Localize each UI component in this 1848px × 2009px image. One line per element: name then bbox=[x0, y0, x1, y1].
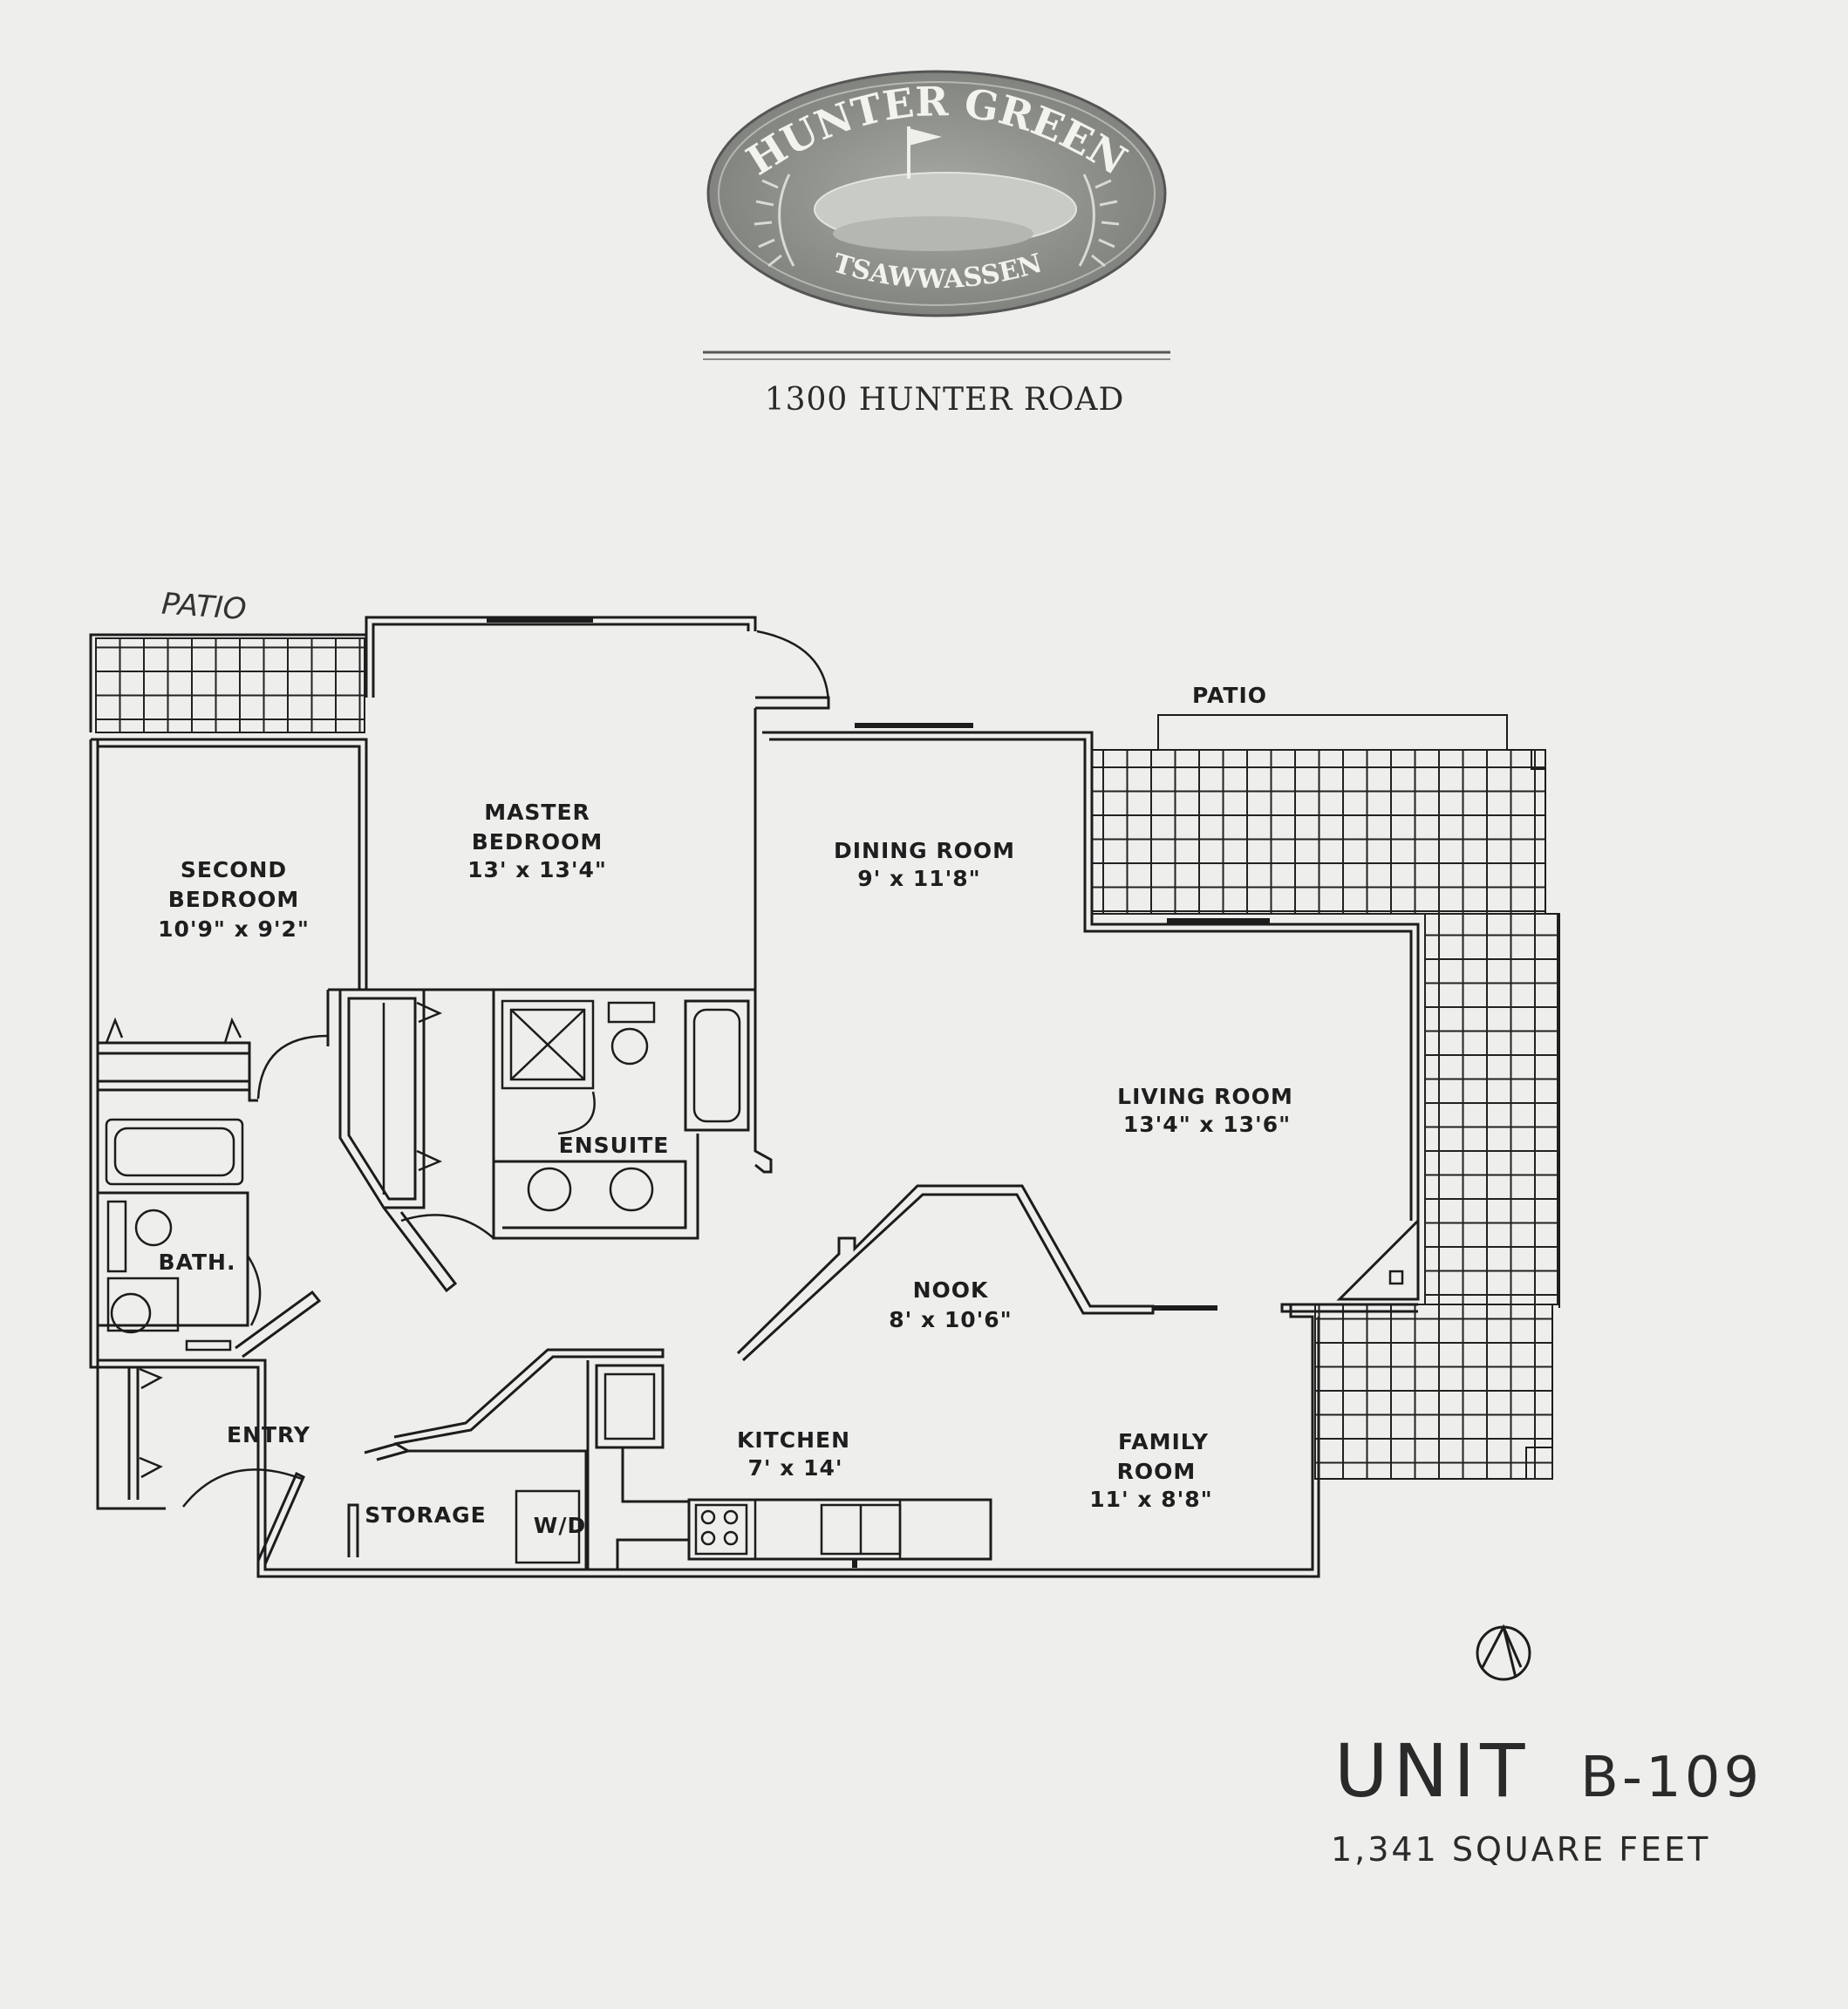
dining-room-label: DINING ROOM bbox=[834, 838, 1015, 863]
north-arrow-icon bbox=[1476, 1624, 1531, 1681]
unit-label: UNIT bbox=[1334, 1728, 1530, 1814]
stove bbox=[694, 1503, 748, 1556]
master-bedroom-label: MASTER bbox=[484, 800, 590, 825]
second-bedroom-label: SECOND bbox=[181, 857, 287, 882]
address-text: 1300 HUNTER ROAD bbox=[765, 382, 1125, 418]
ensuite-toilet bbox=[610, 1027, 649, 1066]
second-bedroom-dims: 10'9" x 9'2" bbox=[158, 916, 310, 942]
living-room-dims: 13'4" x 13'6" bbox=[1123, 1112, 1291, 1137]
bath-sink bbox=[110, 1292, 152, 1334]
entry-door-swing bbox=[182, 1468, 303, 1508]
dining-room-dims: 9' x 11'8" bbox=[857, 866, 980, 891]
room-labels: SECOND BEDROOM 10'9" x 9'2" MASTER BEDRO… bbox=[158, 800, 1293, 1538]
kitchen-counter-left bbox=[597, 1446, 691, 1570]
storage-door bbox=[364, 1442, 412, 1461]
family-room-label-2: ROOM bbox=[1117, 1459, 1197, 1484]
patio-handwritten-label: PATIO bbox=[160, 587, 248, 628]
ensuite-walls bbox=[492, 990, 699, 1240]
washer-dryer bbox=[515, 1489, 581, 1564]
nook-dims: 8' x 10'6" bbox=[889, 1307, 1012, 1332]
ensuite-tub bbox=[684, 999, 750, 1132]
bath-label: BATH. bbox=[159, 1250, 236, 1275]
living-room-label: LIVING ROOM bbox=[1117, 1084, 1293, 1109]
toilet bbox=[134, 1209, 173, 1247]
floor-plan: PATIO PATIO bbox=[89, 587, 1560, 1681]
fridge bbox=[595, 1364, 665, 1449]
nook-wall bbox=[736, 1184, 1155, 1362]
family-room-dims: 11' x 8'8" bbox=[1089, 1487, 1212, 1512]
patio-label: PATIO bbox=[1192, 683, 1267, 708]
exterior-wall-south bbox=[96, 739, 1417, 1571]
master-closet bbox=[338, 988, 426, 1209]
ensuite-label: ENSUITE bbox=[559, 1133, 670, 1158]
closet-wall bbox=[98, 1041, 251, 1055]
shower bbox=[501, 999, 595, 1090]
family-room-label: FAMILY bbox=[1118, 1429, 1209, 1454]
kitchen-label: KITCHEN bbox=[737, 1427, 850, 1453]
bath-door bbox=[246, 1255, 262, 1326]
dining-wall bbox=[762, 731, 1420, 1221]
golf-flag-icon bbox=[907, 126, 942, 179]
patio-top-left bbox=[95, 637, 365, 733]
kitchen-counter bbox=[687, 1498, 992, 1561]
bath-door-swing bbox=[256, 1034, 329, 1100]
laurel-left-icon bbox=[754, 174, 795, 268]
bathtub bbox=[105, 1118, 244, 1186]
storage-wall bbox=[393, 1348, 665, 1446]
unit-number: B-109 bbox=[1580, 1746, 1763, 1810]
washer-dryer-label: W/D bbox=[534, 1513, 586, 1538]
second-bedroom-label-2: BEDROOM bbox=[168, 887, 300, 912]
entry-label: ENTRY bbox=[227, 1422, 310, 1447]
master-door bbox=[382, 1207, 458, 1293]
hunter-green-logo: HUNTER GREEN TSAWWASSEN bbox=[706, 70, 1167, 317]
storage-label: STORAGE bbox=[365, 1502, 487, 1528]
ensuite-door bbox=[557, 1091, 596, 1135]
kitchen-dims: 7' x 14' bbox=[747, 1455, 842, 1481]
nook-label: NOOK bbox=[913, 1277, 989, 1303]
entry-door bbox=[256, 1471, 305, 1565]
laurel-right-icon bbox=[1078, 174, 1120, 268]
exterior-wall-west bbox=[91, 738, 368, 990]
master-bedroom-dims: 13' x 13'4" bbox=[467, 857, 607, 882]
patio-right bbox=[1091, 714, 1560, 1480]
master-north-wall bbox=[365, 616, 757, 698]
ensuite-sink-left bbox=[527, 1167, 572, 1212]
ensuite-sink-right bbox=[609, 1167, 654, 1212]
unit-area: 1,341 SQUARE FEET bbox=[1331, 1830, 1710, 1869]
fireplace bbox=[1336, 1217, 1420, 1301]
master-bedroom-label-2: BEDROOM bbox=[472, 829, 603, 855]
